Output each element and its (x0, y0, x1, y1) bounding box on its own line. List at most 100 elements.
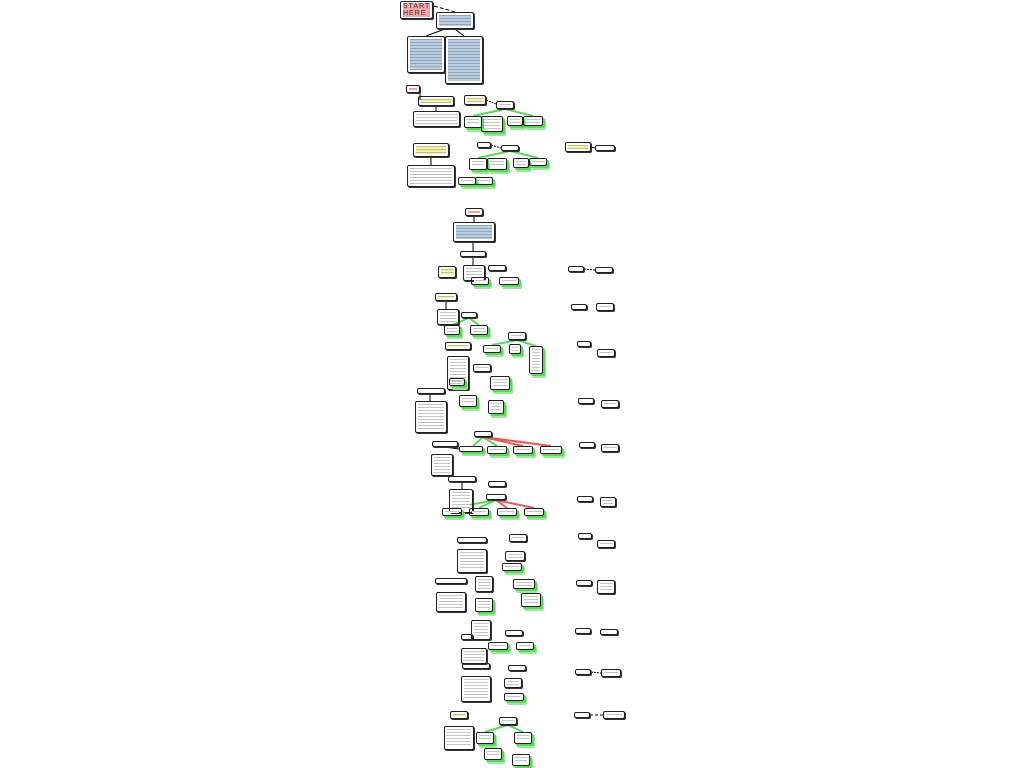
branch-node[interactable] (513, 158, 529, 168)
topic-node[interactable] (597, 540, 615, 548)
note-node[interactable] (568, 266, 584, 272)
branch-node[interactable] (497, 508, 517, 516)
note-node[interactable] (575, 669, 591, 675)
topic-node[interactable] (473, 364, 491, 372)
note-node[interactable] (435, 293, 457, 301)
topic-node[interactable] (508, 332, 526, 340)
branch-node[interactable] (488, 400, 504, 414)
topic-node[interactable] (436, 592, 466, 612)
branch-node[interactable] (513, 446, 533, 454)
note-node[interactable] (464, 95, 486, 105)
topic-node[interactable] (488, 481, 506, 487)
note-node[interactable] (448, 476, 476, 482)
topic-node[interactable] (508, 665, 526, 671)
section-header-node[interactable] (406, 85, 420, 93)
branch-node[interactable] (449, 378, 465, 386)
topic-node[interactable] (447, 356, 469, 390)
note-node[interactable] (461, 634, 473, 640)
note-node[interactable] (576, 580, 592, 586)
branch-node[interactable] (516, 642, 534, 650)
note-node[interactable] (579, 442, 595, 448)
branch-node[interactable] (481, 116, 503, 132)
topic-node[interactable] (496, 101, 514, 109)
branch-node[interactable] (458, 177, 476, 185)
topic-node[interactable] (505, 551, 525, 561)
overview-node[interactable] (407, 36, 445, 73)
note-node[interactable] (435, 578, 467, 584)
note-node[interactable] (460, 251, 486, 257)
branch-node[interactable] (499, 277, 519, 285)
branch-node[interactable] (529, 158, 547, 166)
branch-node[interactable] (523, 116, 543, 126)
note-node[interactable] (418, 96, 454, 106)
branch-node[interactable] (514, 732, 532, 744)
branch-node[interactable] (512, 754, 530, 766)
note-node[interactable] (571, 304, 587, 310)
branch-node[interactable] (488, 642, 508, 650)
overview-node[interactable] (453, 222, 495, 242)
note-node[interactable] (450, 711, 468, 719)
overview-node[interactable] (445, 36, 483, 84)
branch-node[interactable] (470, 325, 488, 335)
branch-node[interactable] (487, 446, 507, 454)
branch-node[interactable] (529, 346, 543, 374)
branch-node[interactable] (487, 158, 507, 170)
topic-node[interactable] (601, 669, 621, 677)
topic-node[interactable] (475, 576, 493, 592)
topic-node[interactable] (600, 629, 618, 635)
topic-node[interactable] (509, 534, 527, 542)
topic-node[interactable] (407, 165, 455, 187)
branch-node[interactable] (476, 732, 494, 744)
topic-node[interactable] (603, 711, 625, 719)
topic-node[interactable] (413, 111, 460, 127)
branch-node[interactable] (504, 693, 524, 701)
topic-node[interactable] (444, 726, 474, 750)
topic-node[interactable] (431, 454, 453, 476)
topic-node[interactable] (486, 494, 506, 500)
topic-node[interactable] (601, 444, 619, 452)
topic-node[interactable] (471, 620, 491, 640)
branch-node[interactable] (442, 508, 462, 516)
branch-node[interactable] (459, 446, 483, 452)
branch-node[interactable] (483, 345, 501, 353)
note-node[interactable] (577, 341, 591, 347)
note-node[interactable] (578, 398, 594, 404)
branch-node[interactable] (521, 593, 541, 607)
note-node[interactable] (577, 496, 593, 502)
note-node[interactable] (445, 342, 471, 350)
branch-node[interactable] (469, 508, 489, 516)
note-node[interactable] (413, 143, 449, 157)
note-node[interactable] (457, 537, 487, 543)
branch-node[interactable] (459, 395, 477, 407)
branch-node[interactable] (471, 277, 489, 285)
branch-node[interactable] (484, 748, 502, 760)
topic-node[interactable] (437, 309, 459, 325)
topic-node[interactable] (461, 648, 487, 664)
topic-node[interactable] (596, 303, 614, 311)
branch-node[interactable] (540, 446, 562, 454)
branch-node[interactable] (444, 325, 460, 335)
section-header-node[interactable] (465, 208, 483, 216)
note-node[interactable] (417, 388, 445, 394)
topic-node[interactable] (597, 580, 615, 594)
topic-node[interactable] (501, 145, 519, 151)
note-node[interactable] (438, 266, 456, 278)
topic-node[interactable] (488, 265, 506, 271)
note-node[interactable] (578, 533, 592, 539)
branch-node[interactable] (513, 579, 535, 589)
overview-node[interactable] (436, 12, 474, 29)
branch-node[interactable] (469, 158, 487, 170)
topic-node[interactable] (461, 312, 477, 318)
topic-node[interactable] (595, 267, 613, 273)
note-node[interactable] (574, 712, 590, 718)
topic-node[interactable] (600, 497, 616, 507)
topic-node[interactable] (499, 717, 517, 725)
branch-node[interactable] (475, 177, 493, 185)
topic-node[interactable] (595, 145, 615, 151)
branch-node[interactable] (464, 116, 482, 128)
note-node[interactable] (575, 628, 591, 634)
topic-node[interactable] (504, 678, 522, 688)
topic-node[interactable] (457, 549, 487, 573)
topic-node[interactable] (461, 676, 491, 702)
topic-node[interactable] (474, 431, 492, 437)
